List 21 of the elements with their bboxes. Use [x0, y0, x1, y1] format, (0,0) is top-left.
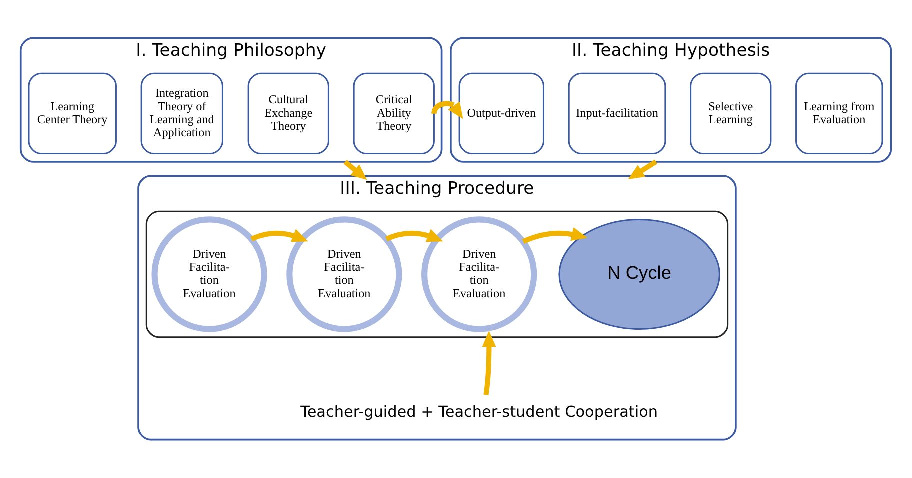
- arrow: [344, 160, 368, 180]
- arrow: [386, 229, 444, 242]
- node-box: Integration Theory of Learning and Application: [140, 72, 224, 155]
- node-box: Input-facilitation: [568, 72, 666, 155]
- arrow: [522, 228, 588, 244]
- node-box: Learning from Evaluation: [796, 72, 884, 155]
- cluster: [146, 210, 729, 338]
- node-text: Teacher-guided + Teacher-student Cooperation: [300, 403, 658, 422]
- node-circle: Driven Facilita- tion Evaluation: [286, 216, 402, 332]
- arrow: [250, 229, 308, 242]
- node-circle: Driven Facilita- tion Evaluation: [152, 216, 268, 332]
- node-box: Learning Center Theory: [28, 72, 117, 155]
- arrow: [432, 101, 464, 119]
- node-box: Cultural Exchange Theory: [248, 72, 330, 155]
- node-box: Output-driven: [458, 72, 544, 155]
- node-circle: Driven Facilita- tion Evaluation: [422, 216, 538, 332]
- arrow: [482, 331, 496, 396]
- node-ellipse: N Cycle: [558, 218, 720, 330]
- node-box: Selective Learning: [690, 72, 772, 155]
- arrow: [628, 160, 658, 180]
- node-box: Critical Ability Theory: [353, 72, 435, 155]
